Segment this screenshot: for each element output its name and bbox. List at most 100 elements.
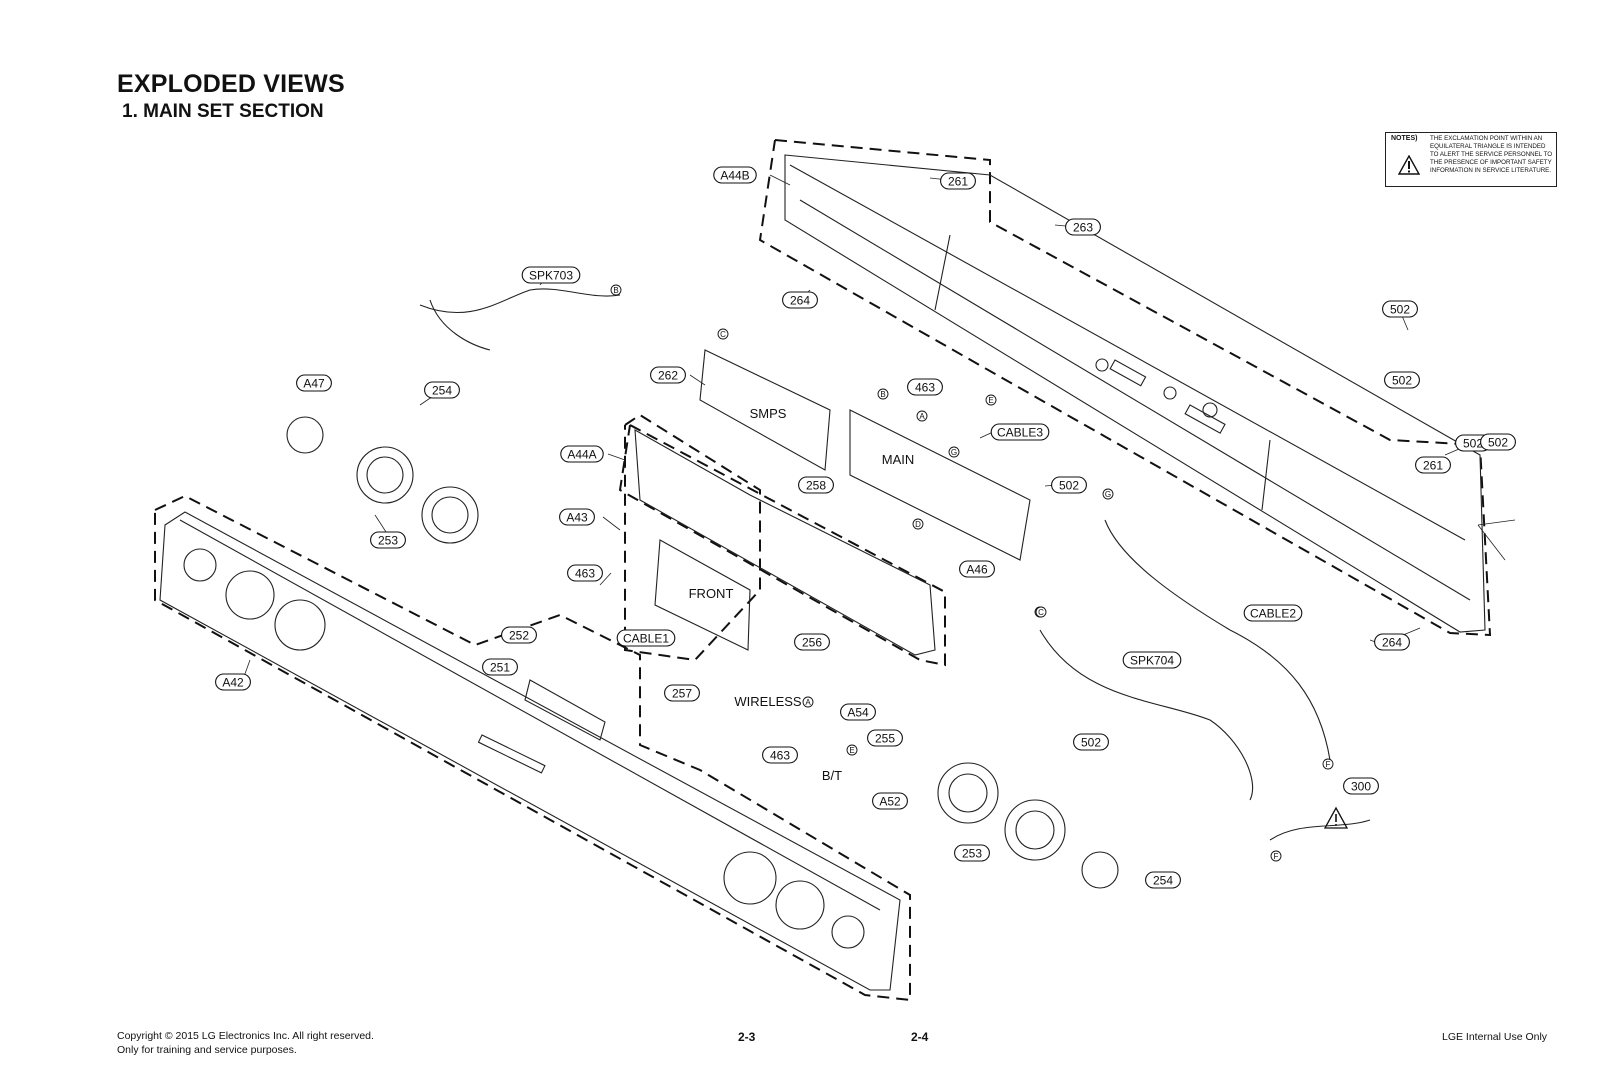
part-label-text: A43: [566, 510, 588, 524]
part-label-text: 264: [1382, 635, 1402, 649]
connector-label-9: A: [802, 696, 814, 708]
section-subtitle: 1. MAIN SET SECTION: [122, 101, 324, 122]
connector-label-5: G: [948, 446, 960, 458]
connector-letter: A: [919, 412, 925, 421]
part-label-text: 502: [1392, 373, 1412, 387]
part-label-35: A52: [872, 792, 908, 810]
part-label-oval: [1382, 300, 1418, 318]
part-label-text: 502: [1081, 735, 1101, 749]
component-drawings: [159, 154, 1486, 991]
connector-label-4: E: [985, 394, 997, 406]
part-label-17: 502: [1480, 433, 1516, 451]
part-label-22: CABLE2: [1243, 604, 1303, 622]
connector-labels: BCBAEGDGDAEFFC: [610, 284, 1334, 862]
outline-rear-cabinet: [758, 139, 1492, 637]
connector-label-2: B: [877, 388, 889, 400]
connector-letter: B: [880, 390, 885, 399]
part-label-text: 300: [1351, 779, 1371, 793]
part-label-oval: [762, 746, 798, 764]
connector-letter: B: [613, 286, 618, 295]
footer-training-note: Only for training and service purposes.: [117, 1044, 297, 1056]
connector-letter: G: [951, 448, 957, 457]
part-label-oval: [1065, 218, 1101, 236]
part-label-31: A54: [840, 703, 876, 721]
part-label-text: SPK704: [1130, 653, 1174, 667]
part-label-26: A42: [215, 673, 251, 691]
part-label-oval: [959, 560, 995, 578]
connector-letter: A: [805, 698, 811, 707]
connector-letter: C: [720, 330, 726, 339]
part-label-text: 255: [875, 731, 895, 745]
part-label-23: CABLE1: [616, 629, 676, 647]
part-label-oval: [1243, 604, 1303, 622]
connector-label-10: E: [846, 744, 858, 756]
left-speakers: [286, 416, 479, 544]
outline-board-bracket: [618, 424, 946, 667]
part-label-text: A52: [879, 794, 901, 808]
part-label-text: 261: [1423, 458, 1443, 472]
connector-label-11: F: [1322, 758, 1334, 770]
part-label-15: 502: [1051, 476, 1087, 494]
power-plug-warning-icon: [1323, 806, 1349, 829]
part-label-text: 256: [802, 635, 822, 649]
connector-label-1: C: [717, 328, 729, 340]
part-label-36: 300: [1343, 777, 1379, 795]
section-label-smps: SMPS: [750, 406, 787, 421]
page-title: EXPLODED VIEWS: [117, 70, 345, 98]
part-label-oval: [424, 381, 460, 399]
part-label-16: 261: [1415, 456, 1451, 474]
notes-text: THE EXCLAMATION POINT WITHIN AN EQUILATE…: [1430, 135, 1553, 174]
part-label-2: 263: [1065, 218, 1101, 236]
front-grille: [159, 511, 901, 991]
part-label-oval: [482, 658, 518, 676]
part-label-text: CABLE2: [1250, 606, 1296, 620]
part-label-oval: [1384, 371, 1420, 389]
part-label-28: SPK704: [1122, 651, 1182, 669]
part-label-text: 251: [490, 660, 510, 674]
section-label-wireless: WIRELESS: [734, 694, 802, 709]
section-label-main: MAIN: [882, 452, 915, 467]
connector-label-6: D: [912, 518, 924, 530]
warning-triangle-icon: [1398, 155, 1420, 175]
connector-label-12: F: [1270, 850, 1282, 862]
part-label-oval: [990, 423, 1050, 441]
part-label-oval: [1122, 651, 1182, 669]
part-label-oval: [1343, 777, 1379, 795]
part-label-oval: [521, 266, 581, 284]
part-label-32: 255: [867, 729, 903, 747]
main-board: [849, 409, 1031, 561]
part-label-24: 256: [794, 633, 830, 651]
part-label-12: CABLE3: [990, 423, 1050, 441]
dashed-outlines: [154, 139, 1492, 1002]
connector-letter: F: [1274, 852, 1279, 861]
outline-front-grille: [154, 494, 911, 1002]
part-label-oval: [794, 633, 830, 651]
part-label-30: 257: [664, 684, 700, 702]
part-label-37: 253: [954, 844, 990, 862]
front-board: [654, 539, 751, 651]
part-label-text: 258: [806, 478, 826, 492]
connector-letter: D: [915, 520, 921, 529]
part-label-text: 254: [432, 383, 452, 397]
part-label-29: 251: [482, 658, 518, 676]
part-label-oval: [567, 564, 603, 582]
part-label-9: 254: [424, 381, 460, 399]
part-label-text: A42: [222, 675, 244, 689]
safety-notes-box: NOTES) THE EXCLAMATION POINT WITHIN AN E…: [1385, 132, 1557, 187]
smps-board: [699, 349, 831, 471]
part-label-text: CABLE1: [623, 631, 669, 645]
connector-letter: C: [1038, 608, 1044, 617]
part-label-text: 502: [1059, 478, 1079, 492]
part-label-oval: [616, 629, 676, 647]
part-label-text: 463: [770, 748, 790, 762]
part-label-oval: [782, 291, 818, 309]
part-label-oval: [296, 374, 332, 392]
part-label-oval: [954, 844, 990, 862]
notes-heading: NOTES): [1391, 135, 1418, 142]
part-label-text: 254: [1153, 873, 1173, 887]
part-label-text: A47: [303, 376, 325, 390]
part-label-text: 252: [509, 628, 529, 642]
connector-letter: F: [1326, 760, 1331, 769]
leader-lines: [241, 174, 1516, 683]
